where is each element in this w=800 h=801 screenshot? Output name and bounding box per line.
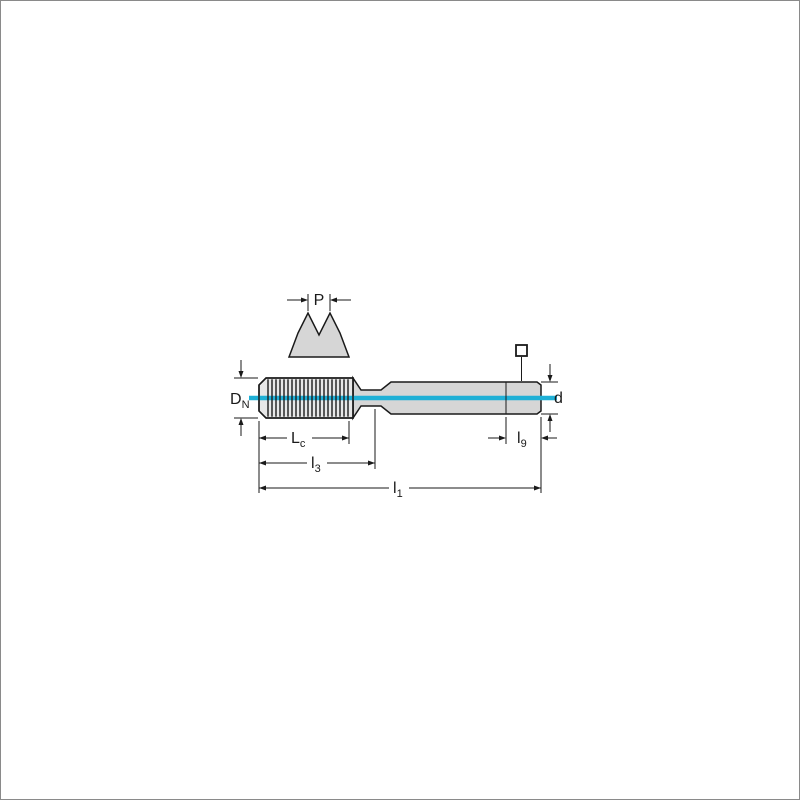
label-main: l [517,430,521,447]
label-background [389,479,409,497]
square-symbol-icon [515,344,528,357]
arrowhead-right [342,435,349,441]
arrowhead-right [368,460,375,466]
arrowhead-down [547,375,553,382]
nominal-diameter-label: DN [230,391,250,411]
square-length-dimension: l9 [488,430,557,450]
label-main: l [393,480,397,497]
arrowhead-left [259,435,266,441]
bottom-extension-lines [258,409,542,493]
thread-hatch [267,379,349,417]
label-sub: 3 [315,463,321,475]
label-main: l [311,455,315,472]
label-main: D [230,391,242,408]
arrowhead-up [238,418,244,425]
square-length-label: l9 [517,430,527,450]
overall-length-label: l1 [393,480,403,500]
arrowhead-right [534,485,541,491]
label-sub: N [242,399,250,411]
thread-profile-detail [287,311,351,358]
arrowhead-left [541,435,548,441]
thread-profile-shape [287,311,351,358]
thread-section-outline [258,377,354,419]
shank-diameter-dimension: d [541,364,563,432]
label-sub: 1 [397,488,403,500]
label-background [287,429,312,447]
label-sub: 9 [521,438,527,450]
label-main: L [291,430,300,447]
thread-length-dimension: Lc [259,429,349,450]
arrowhead-up [547,414,553,421]
arrowhead-right [499,435,506,441]
shank-diameter-label: d [554,390,563,407]
square-drive-symbol [515,344,528,381]
arrowhead-left [259,485,266,491]
pitch-dimension: P [287,292,351,311]
label-sub: c [300,438,306,450]
nominal-diameter-dimension: DN [230,360,258,436]
pitch-label: P [314,292,325,309]
l3-label: l3 [311,455,321,475]
label-background [307,454,327,472]
arrowhead-left [259,460,266,466]
thread-length-label: Lc [291,430,306,450]
l3-dimension: l3 [259,454,375,475]
arrowhead-down [238,371,244,378]
arrowhead-right [301,297,308,303]
overall-length-dimension: l1 [259,479,541,500]
arrowhead-left [330,297,337,303]
